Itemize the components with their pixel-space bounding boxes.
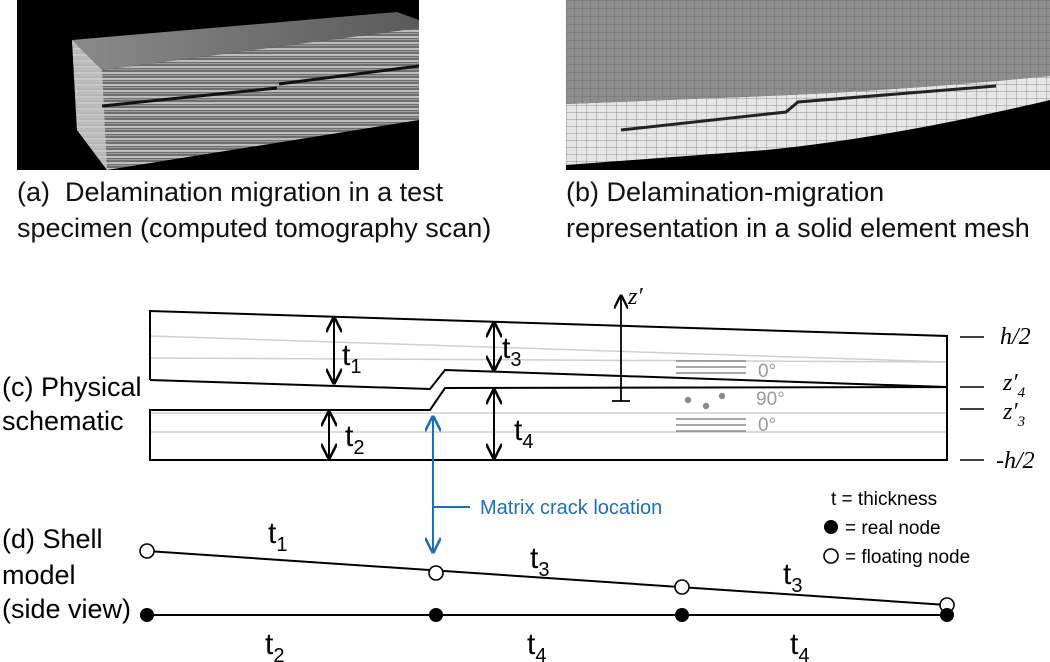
legend-real: = real node	[845, 518, 941, 539]
label-d-line2: model	[2, 560, 76, 590]
ply-0-top-symbol	[676, 360, 746, 374]
shell-upper-label-2: t3	[530, 542, 549, 581]
level-z3: z′3	[1002, 399, 1025, 430]
real-nodes	[140, 608, 954, 622]
level-ticks	[960, 336, 984, 461]
caption-a-line2: specimen (computed tomography scan)	[17, 213, 492, 243]
t1-label: t1	[342, 339, 361, 378]
real-node	[675, 608, 689, 622]
label-c-line1: (c) Physical	[2, 372, 142, 402]
label-d-line1: (d) Shell	[2, 524, 103, 554]
shell-lower-label-1: t2	[265, 628, 284, 662]
crack-indicator	[433, 417, 470, 552]
floating-node	[139, 543, 155, 559]
legend-real-node-icon	[824, 520, 838, 534]
laminate-outline	[149, 309, 948, 461]
shell-upper-label-1: t1	[268, 517, 287, 556]
floating-node	[428, 565, 444, 581]
ply-top-label: 0°	[758, 361, 776, 382]
t4-label: t4	[514, 414, 533, 453]
crack-label: Matrix crack location	[480, 497, 662, 519]
floating-nodes	[139, 543, 955, 613]
caption-b-line2: representation in a solid element mesh	[566, 213, 1030, 243]
label-d-line3: (side view)	[2, 594, 131, 624]
caption-b-line1: (b) Delamination-migration	[566, 177, 885, 207]
ct-scan-image	[17, 0, 419, 170]
floating-node	[674, 579, 690, 595]
solid-mesh-image	[566, 0, 1050, 170]
ply-mid-label: 90°	[756, 389, 785, 410]
real-node	[940, 608, 954, 622]
real-node	[140, 608, 154, 622]
ply-bottom-label: 0°	[758, 415, 776, 436]
level-z4: z′4	[1002, 370, 1026, 401]
z-axis	[612, 296, 630, 402]
ply-90-symbol	[684, 392, 726, 410]
level-top: h/2	[1000, 324, 1031, 350]
level-bottom: -h/2	[996, 448, 1035, 474]
shell-lower-label-3: t4	[790, 628, 809, 662]
caption-a-line1: (a) Delamination migration in a test	[17, 177, 444, 207]
label-c-line2: schematic	[2, 406, 124, 436]
legend-thickness: t = thickness	[831, 489, 937, 510]
shell-lower-label-2: t4	[527, 628, 546, 662]
legend-floating: = floating node	[845, 547, 970, 568]
real-node	[429, 608, 443, 622]
t2-label: t2	[345, 420, 364, 459]
shell-upper-label-3: t3	[783, 558, 802, 597]
legend-floating-node-icon	[823, 548, 839, 564]
z-axis-label: z′	[627, 284, 643, 310]
ply-0-bottom-symbol	[676, 418, 746, 432]
ply-lines	[149, 335, 948, 433]
thickness-arrows	[329, 318, 494, 458]
t3-label: t3	[502, 332, 521, 371]
shell-lines	[146, 550, 948, 616]
